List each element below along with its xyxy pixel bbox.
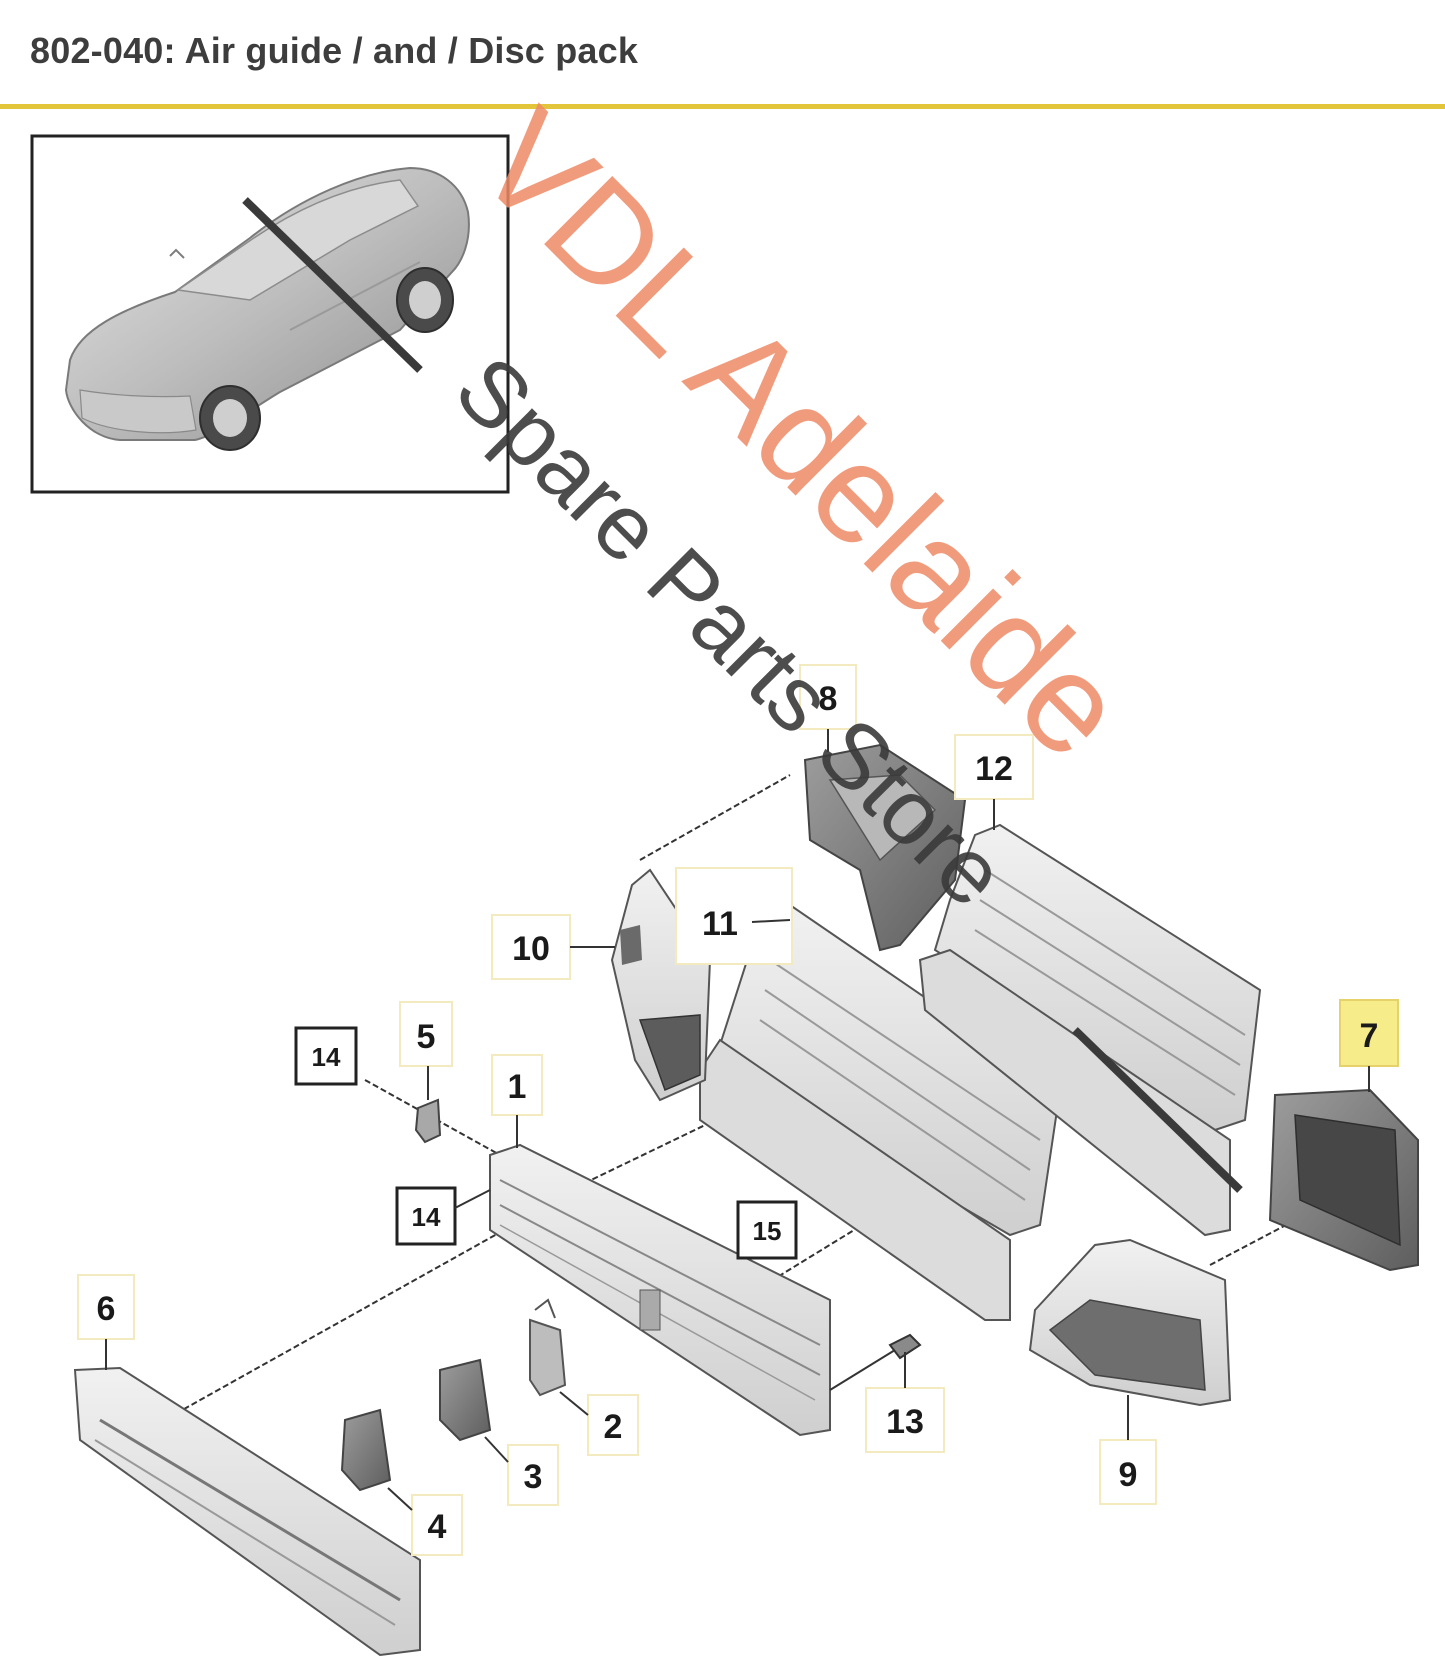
part-9-air-duct [1028, 1238, 1232, 1407]
callout-8-label: 8 [819, 680, 838, 718]
part-3-bracket [439, 1358, 492, 1442]
callout-1-label: 1 [508, 1068, 527, 1106]
callout-12[interactable]: 12 [954, 734, 1034, 830]
callout-12-label: 12 [975, 750, 1013, 788]
part-1-center-grille [489, 1143, 831, 1437]
callout-14a[interactable]: 14 [294, 1026, 358, 1086]
callout-10-label: 10 [512, 930, 550, 968]
callouts: 1 2 3 4 5 6 [77, 664, 1399, 1556]
vehicle-thumbnail [30, 134, 510, 494]
callout-14a-label: 14 [312, 1042, 341, 1072]
part-2-bracket [529, 1298, 567, 1397]
part-7-air-guide [1268, 1088, 1419, 1272]
callout-4-label: 4 [428, 1508, 447, 1546]
callout-11-label: 11 [702, 905, 738, 943]
part-12-disc-pack [918, 823, 1262, 1237]
callout-9-label: 9 [1119, 1456, 1138, 1494]
callout-9[interactable]: 9 [1099, 1395, 1157, 1505]
part-8-air-guide [803, 743, 967, 952]
part-13-pin [829, 1333, 922, 1391]
header: 802-040: Air guide / and / Disc pack [0, 0, 1445, 109]
header-divider [0, 104, 1445, 109]
part-6-lower-grille [73, 1366, 421, 1657]
part-10-air-guide [610, 868, 712, 1102]
callout-11[interactable]: 11 [675, 867, 793, 965]
callout-3[interactable]: 3 [484, 1436, 559, 1506]
callout-10[interactable]: 10 [491, 914, 615, 980]
callout-4[interactable]: 4 [387, 1487, 463, 1556]
part-11-disc-pack [699, 903, 1062, 1321]
callout-15[interactable]: 15 [736, 1200, 798, 1260]
callout-7-label: 7 [1360, 1017, 1379, 1055]
callout-7[interactable]: 7 [1339, 999, 1399, 1092]
callout-14b[interactable]: 14 [395, 1186, 491, 1246]
page-title: 802-040: Air guide / and / Disc pack [30, 30, 639, 71]
callout-5[interactable]: 5 [399, 1001, 453, 1100]
callout-13-label: 13 [886, 1403, 924, 1441]
part-4-bracket [340, 1408, 392, 1492]
callout-6[interactable]: 6 [77, 1274, 135, 1370]
car-illustration [64, 166, 470, 451]
callout-3-label: 3 [524, 1458, 543, 1496]
callout-8[interactable]: 8 [799, 664, 857, 752]
callout-13[interactable]: 13 [865, 1352, 945, 1453]
callout-1[interactable]: 1 [491, 1054, 543, 1148]
callout-5-label: 5 [417, 1018, 436, 1056]
callout-2[interactable]: 2 [559, 1391, 639, 1456]
callout-6-label: 6 [97, 1290, 116, 1328]
callout-2-label: 2 [604, 1408, 623, 1446]
callout-15-label: 15 [753, 1216, 782, 1246]
part-5-clip [414, 1098, 442, 1144]
callout-14b-label: 14 [412, 1202, 441, 1232]
